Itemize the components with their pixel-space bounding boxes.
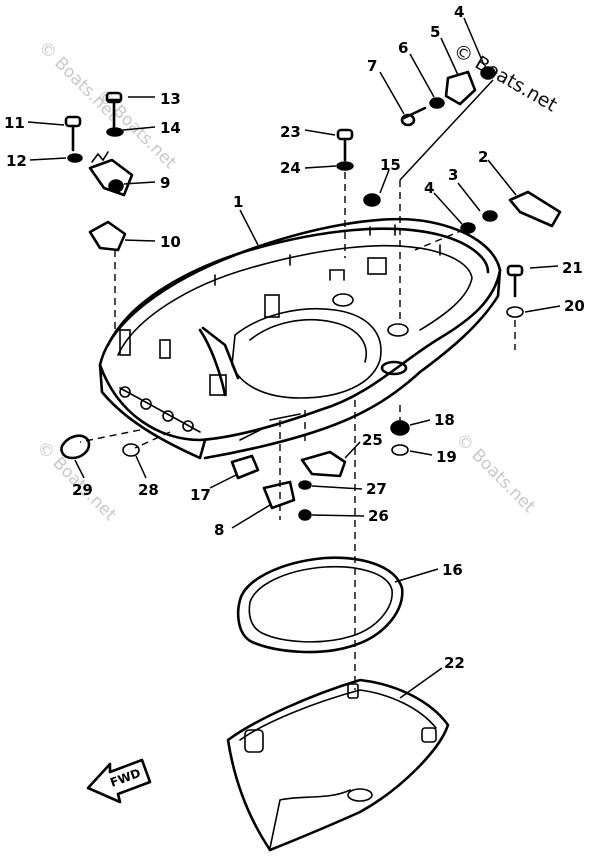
- nut-4-lower: [460, 222, 476, 234]
- lower-cover: [226, 678, 450, 852]
- callout-2: 2: [478, 148, 488, 166]
- callout-14: 14: [160, 119, 181, 137]
- bottom-cowling: [98, 217, 502, 460]
- callout-6: 6: [398, 39, 408, 57]
- callout-7: 7: [367, 57, 377, 75]
- callout-10: 10: [160, 233, 181, 251]
- forward-arrow: FWD: [86, 758, 152, 804]
- screw-13: [106, 98, 122, 132]
- fitting-25: [300, 450, 347, 478]
- callout-4-lower: 4: [424, 179, 434, 197]
- nut-4-top: [480, 66, 496, 80]
- lever-5: [444, 70, 477, 106]
- washer-14: [106, 127, 124, 137]
- callout-4-top: 4: [454, 3, 464, 21]
- callout-26: 26: [368, 507, 389, 525]
- callout-13: 13: [160, 90, 181, 108]
- pan-seal: [236, 556, 404, 654]
- grommet-18: [390, 420, 410, 436]
- small-parts: [60, 66, 562, 521]
- oring-27: [298, 480, 312, 490]
- callout-20: 20: [564, 297, 585, 315]
- callout-24: 24: [280, 159, 301, 177]
- handle-2: [508, 190, 562, 228]
- callout-25: 25: [362, 431, 383, 449]
- callout-5: 5: [430, 23, 440, 41]
- callout-labels: 1 2 3 4 4 5 6 7 8 9 10 11 12 13 14 15 16…: [4, 3, 585, 672]
- collar-19: [391, 444, 409, 456]
- callout-11: 11: [4, 114, 25, 132]
- grommet-17: [230, 454, 260, 480]
- screw-11: [64, 115, 82, 128]
- watermark-brand: © Boats.net: [450, 39, 561, 116]
- callout-23: 23: [280, 123, 301, 141]
- watermark-mid-right: © Boats.net: [451, 429, 539, 517]
- leader-lines: [27, 17, 561, 699]
- callout-19: 19: [436, 448, 457, 466]
- washer-12: [67, 153, 83, 163]
- bracket-9: [88, 158, 134, 197]
- callout-18: 18: [434, 411, 455, 429]
- screw-26: [298, 509, 312, 521]
- collar-28: [122, 443, 140, 457]
- bolt-7: [402, 106, 427, 120]
- callout-29: 29: [72, 481, 93, 499]
- callout-16: 16: [442, 561, 463, 579]
- callout-27: 27: [366, 480, 387, 498]
- callout-22: 22: [444, 654, 465, 672]
- washer-24: [336, 161, 354, 171]
- callout-21: 21: [562, 259, 583, 277]
- callout-1: 1: [233, 193, 243, 211]
- watermark-layer: © Boats.net © Boats.net © Boats.net © Bo…: [32, 37, 560, 525]
- washer-20: [506, 306, 524, 318]
- plug-8: [262, 480, 296, 510]
- callout-9: 9: [160, 174, 170, 192]
- callout-17: 17: [190, 486, 211, 504]
- callout-28: 28: [138, 481, 159, 499]
- clamp-10: [88, 220, 127, 252]
- washer-6: [429, 97, 445, 109]
- grommet-15: [363, 193, 381, 207]
- bushing-29: [60, 434, 91, 460]
- bolt-21: [506, 264, 524, 277]
- callout-12: 12: [6, 152, 27, 170]
- washer-3: [482, 210, 498, 222]
- callout-3: 3: [448, 166, 458, 184]
- screw-23: [336, 128, 354, 141]
- callout-15: 15: [380, 156, 401, 174]
- callout-8: 8: [214, 521, 224, 539]
- assembly-lines: [79, 172, 516, 690]
